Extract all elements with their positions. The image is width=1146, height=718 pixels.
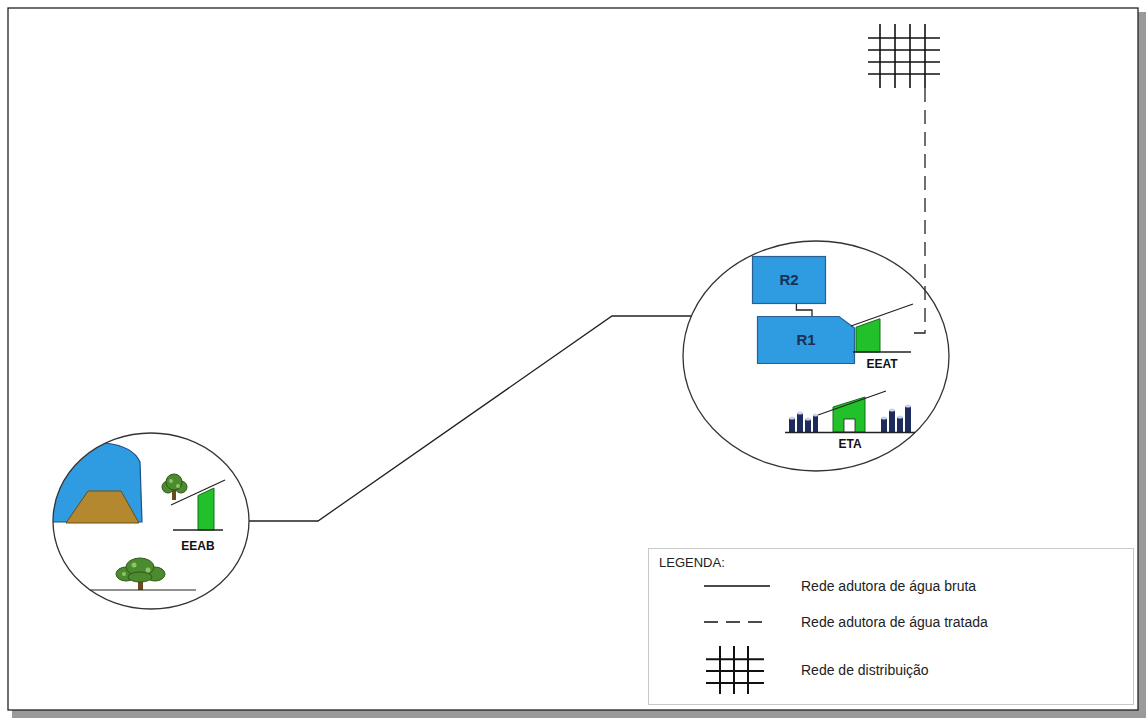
tree-canopy bbox=[128, 572, 152, 582]
distribution-grid-shape bbox=[866, 22, 942, 88]
roof-line bbox=[171, 480, 225, 505]
base-line bbox=[785, 432, 915, 434]
intake-site: EEAB bbox=[52, 432, 250, 610]
tank-top bbox=[805, 417, 811, 420]
reservoir-outline bbox=[753, 257, 826, 304]
tank-top bbox=[789, 416, 795, 419]
grid-line bbox=[868, 61, 940, 63]
station-label: EEAT bbox=[866, 358, 897, 372]
treated-water-main bbox=[914, 88, 925, 333]
legend-sample bbox=[704, 643, 774, 697]
treatment-icon bbox=[785, 391, 915, 433]
legend-line bbox=[704, 585, 770, 587]
dam-embankment bbox=[66, 491, 139, 523]
site-outline bbox=[683, 241, 949, 471]
tank-cylinder bbox=[813, 415, 818, 432]
frame-shadow bbox=[1138, 12, 1146, 718]
roof-line bbox=[851, 304, 913, 326]
treatment-plant: ETA bbox=[785, 388, 915, 452]
tree-highlight bbox=[169, 479, 173, 483]
station-label: EEAB bbox=[181, 540, 214, 554]
pump-building bbox=[198, 488, 214, 530]
legend-text: Rede de distribuição bbox=[801, 662, 929, 678]
legend-grid-line bbox=[706, 682, 764, 684]
small-tree bbox=[162, 474, 187, 500]
tank-top bbox=[905, 404, 911, 407]
site-outline bbox=[53, 433, 249, 609]
legend-grid-line bbox=[706, 658, 764, 660]
grid-line bbox=[894, 24, 896, 88]
plant-building bbox=[833, 397, 865, 432]
reservoir-link bbox=[796, 304, 812, 316]
reservoir-box: R2 bbox=[752, 256, 826, 304]
reservoir bbox=[50, 443, 142, 523]
distribution-grid bbox=[866, 22, 942, 88]
ground-line bbox=[90, 589, 196, 590]
tank-top bbox=[889, 408, 895, 411]
raw-water-main bbox=[249, 316, 691, 521]
legend-grid-line bbox=[706, 670, 764, 672]
legend-row: Rede adutora de água bruta bbox=[649, 571, 1133, 601]
tree-canopy bbox=[166, 474, 182, 490]
reservoir-label: R1 bbox=[796, 332, 815, 349]
base-line bbox=[173, 529, 223, 531]
tree-highlight bbox=[176, 484, 180, 488]
reservoir-outline bbox=[758, 317, 855, 364]
tank-top bbox=[897, 415, 903, 418]
legend-text: Rede adutora de água tratada bbox=[801, 614, 988, 630]
grid-line bbox=[879, 24, 881, 88]
legend-grid-line bbox=[733, 646, 735, 694]
grid-line bbox=[868, 49, 940, 51]
legend-line bbox=[704, 621, 770, 623]
tank-cylinder bbox=[797, 413, 803, 432]
tank-cylinder bbox=[897, 417, 903, 432]
tank-cylinder bbox=[881, 418, 887, 432]
water-body bbox=[50, 443, 142, 522]
tree-highlight bbox=[146, 568, 151, 573]
intake-site-shape bbox=[52, 432, 250, 610]
pump-building bbox=[856, 319, 880, 352]
plant-door bbox=[844, 419, 855, 432]
grid-line bbox=[868, 73, 940, 75]
legend-sample bbox=[704, 607, 774, 637]
page-frame bbox=[8, 8, 1138, 710]
frame-shadow bbox=[12, 710, 1146, 718]
legend-row: Rede de distribuição bbox=[649, 643, 1133, 697]
grid-lines bbox=[868, 24, 940, 88]
legend-grid-line bbox=[747, 646, 749, 694]
legend-text: Rede adutora de água bruta bbox=[801, 578, 976, 594]
legend-heading: LEGENDA: bbox=[659, 555, 725, 570]
large-tree bbox=[116, 558, 165, 590]
reservoir-label: R2 bbox=[779, 272, 798, 289]
legend-box: LEGENDA: Rede adutora de água brutaRede a… bbox=[648, 548, 1134, 705]
tank-cylinder bbox=[889, 410, 895, 432]
legend-sample bbox=[704, 571, 774, 601]
grid-line bbox=[909, 24, 911, 88]
reservoir-box: R1 bbox=[757, 316, 855, 364]
tank-top bbox=[797, 411, 803, 414]
tank-cylinder bbox=[789, 418, 795, 432]
roof-line bbox=[818, 391, 886, 415]
base-line bbox=[853, 351, 911, 353]
station-label: ETA bbox=[838, 438, 861, 452]
grid-line bbox=[924, 24, 926, 88]
tree-highlight bbox=[132, 563, 137, 568]
grid-line bbox=[868, 37, 940, 39]
legend-grid-line bbox=[719, 646, 721, 694]
tank-top bbox=[881, 416, 887, 419]
tree-highlight bbox=[122, 572, 126, 576]
pump-station: EEAB bbox=[170, 472, 226, 554]
tank-cylinder bbox=[805, 419, 811, 432]
tank-top bbox=[813, 413, 818, 416]
treatment-site: R2R1EEAT ETA bbox=[682, 240, 950, 472]
pump-station: EEAT bbox=[850, 300, 914, 372]
tank-cylinder bbox=[905, 406, 911, 432]
legend-row: Rede adutora de água tratada bbox=[649, 607, 1133, 637]
